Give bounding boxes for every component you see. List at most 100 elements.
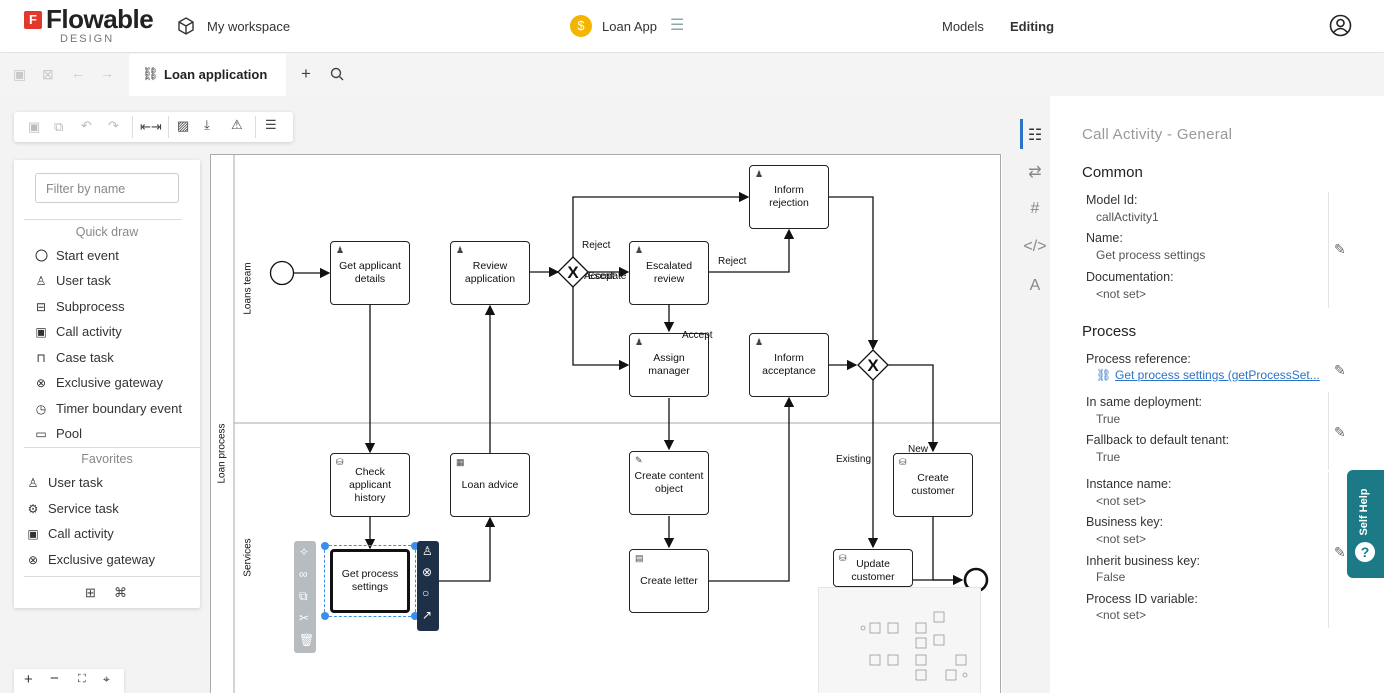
nav-editing[interactable]: Editing (1010, 19, 1055, 34)
hash-icon[interactable]: # (1030, 200, 1040, 217)
favorite-item-service-task[interactable]: ⚙ Service task (26, 501, 119, 516)
palette-item-subprocess[interactable]: ⊟ Subprocess (34, 299, 125, 314)
task-assign-manager[interactable]: ♟ Assign manager (629, 333, 709, 397)
magic-wand-icon[interactable]: ✧ (299, 545, 310, 559)
app-name[interactable]: Loan App (602, 19, 657, 34)
hamburger-menu-icon[interactable]: ☰ (670, 17, 685, 34)
fit-screen-icon[interactable]: ⛶ (78, 673, 86, 685)
copy-icon[interactable]: ⧉ (54, 119, 64, 134)
delete-icon[interactable]: 🗑 (299, 633, 315, 647)
task-update-customer[interactable]: ⛁ Update customer (833, 549, 913, 587)
resize-handle[interactable] (321, 542, 329, 550)
link-icon[interactable]: ∞ (299, 567, 308, 581)
task-get-applicant-details[interactable]: ♟ Get applicant details (330, 241, 410, 305)
close-tab-icon[interactable]: ⊠ (42, 66, 54, 82)
collapse-icon[interactable]: ⌘ (114, 585, 127, 600)
palette-item-call-activity[interactable]: ▣ Call activity (34, 324, 121, 339)
append-end-event-icon[interactable]: ○ (422, 586, 430, 600)
task-inform-acceptance[interactable]: ♟ Inform acceptance (749, 333, 829, 397)
task-escalated-review[interactable]: ♟ Escalated review (629, 241, 709, 305)
append-gateway-icon[interactable]: ⊗ (422, 565, 433, 579)
warning-icon[interactable]: ⚠ (231, 117, 243, 132)
logo-text: Flowable (46, 4, 154, 34)
download-icon[interactable]: ⤓ (204, 117, 210, 132)
resize-handle[interactable] (411, 542, 419, 550)
image-export-icon[interactable]: ▨ (177, 118, 190, 133)
workspace-cube-icon[interactable] (177, 17, 197, 37)
save-model-icon[interactable]: ▣ (28, 119, 41, 134)
edit-deployment-pencil-icon[interactable]: ✎ (1334, 424, 1346, 440)
redo-icon[interactable]: ↷ (108, 118, 119, 133)
add-tab-icon[interactable]: + (301, 64, 311, 83)
same-deployment-value[interactable]: True (1096, 412, 1121, 426)
flow-label-escalate: Escalate (588, 271, 627, 282)
io-mapping-icon[interactable]: ⇄ (1028, 164, 1042, 181)
task-check-applicant-history[interactable]: ⛁ Check applicant history (330, 453, 410, 517)
task-inform-rejection[interactable]: ♟ Inform rejection (749, 165, 829, 229)
edit-instance-pencil-icon[interactable]: ✎ (1334, 544, 1346, 560)
business-key-value[interactable]: <not set> (1096, 532, 1147, 546)
task-get-process-settings[interactable]: Get process settings (330, 549, 410, 613)
connect-arrow-icon[interactable]: ↗ (422, 608, 433, 622)
user-task-icon: ♟ (635, 245, 644, 255)
editor-toolbar: ▣ ⧉ ↶ ↷ ⇤⇥ ▨ ⤓ ⚠ ☰ (14, 112, 293, 142)
fit-width-icon[interactable]: ⇤⇥ (140, 119, 162, 134)
inherit-business-key-value[interactable]: False (1096, 570, 1126, 584)
zoom-in-icon[interactable]: + (24, 671, 33, 688)
process-id-variable-value[interactable]: <not set> (1096, 608, 1147, 622)
center-icon[interactable]: ⌖ (103, 672, 110, 686)
task-create-letter[interactable]: ▤ Create letter (629, 549, 709, 613)
lane-label-text: Loans team (242, 262, 254, 315)
minimap[interactable] (818, 587, 981, 693)
undo-icon[interactable]: ↶ (81, 118, 92, 133)
task-create-customer[interactable]: ⛁ Create customer (893, 453, 973, 517)
back-arrow-icon[interactable]: ← (71, 65, 85, 81)
search-icon[interactable] (330, 67, 344, 86)
process-reference-link[interactable]: Get process settings (getProcessSet... (1115, 368, 1320, 382)
name-value[interactable]: Get process settings (1096, 248, 1206, 262)
palette-item-timer-boundary-event[interactable]: ◷ Timer boundary event (34, 401, 182, 416)
selection-box (321, 542, 419, 620)
divider (1328, 472, 1329, 628)
favorite-item-exclusive-gateway[interactable]: ⊗ Exclusive gateway (26, 552, 155, 567)
copy-element-icon[interactable]: ⧉ (299, 589, 308, 603)
palette-item-start-event[interactable]: Start event (34, 248, 119, 263)
general-properties-icon[interactable]: ☷ (1027, 127, 1043, 144)
palette-item-case-task[interactable]: ⊓ Case task (34, 350, 114, 365)
code-icon[interactable]: </> (1023, 238, 1047, 255)
fallback-tenant-value[interactable]: True (1096, 450, 1121, 464)
tab-loan-application[interactable]: ⛓ Loan application (129, 54, 286, 96)
workspace-link[interactable]: My workspace (207, 19, 291, 34)
grid-view-icon[interactable]: ⊞ (85, 585, 96, 600)
documentation-value[interactable]: <not set> (1096, 287, 1147, 301)
edit-name-pencil-icon[interactable]: ✎ (1334, 241, 1346, 257)
palette-item-pool[interactable]: ▭ Pool (34, 426, 82, 441)
self-help-button[interactable]: Self Help ? (1347, 470, 1384, 578)
bpmn-diagram[interactable]: X X (210, 154, 1002, 693)
task-loan-advice[interactable]: ▦ Loan advice (450, 453, 530, 517)
resize-handle[interactable] (411, 612, 419, 620)
zoom-out-icon[interactable]: − (50, 670, 59, 687)
append-user-task-icon[interactable]: ♙ (422, 544, 433, 558)
lane-label-text: Services (242, 538, 254, 577)
pool-label-text: Loan process (216, 423, 228, 484)
instance-name-value[interactable]: <not set> (1096, 494, 1147, 508)
favorite-item-call-activity[interactable]: ▣ Call activity (26, 526, 113, 541)
properties-list-icon[interactable]: ☰ (265, 117, 277, 132)
text-style-icon[interactable]: A (1029, 277, 1041, 294)
task-review-application[interactable]: ♟ Review application (450, 241, 530, 305)
flow-label-accept: Accept (584, 271, 615, 282)
favorite-item-user-task[interactable]: ♙ User task (26, 475, 103, 490)
cut-icon[interactable]: ✂ (299, 611, 310, 625)
forward-arrow-icon[interactable]: → (100, 65, 114, 81)
task-create-content-object[interactable]: ✎ Create content object (629, 451, 709, 515)
resize-handle[interactable] (321, 612, 329, 620)
palette-item-label: Start event (56, 248, 119, 263)
nav-models[interactable]: Models (942, 19, 984, 34)
user-avatar-icon[interactable] (1329, 14, 1352, 42)
save-icon[interactable]: ▣ (13, 66, 27, 82)
palette-filter-input[interactable]: Filter by name (35, 173, 179, 203)
palette-item-user-task[interactable]: ♙ User task (34, 273, 111, 288)
palette-item-exclusive-gateway[interactable]: ⊗ Exclusive gateway (34, 375, 163, 390)
edit-process-reference-pencil-icon[interactable]: ✎ (1334, 362, 1346, 378)
